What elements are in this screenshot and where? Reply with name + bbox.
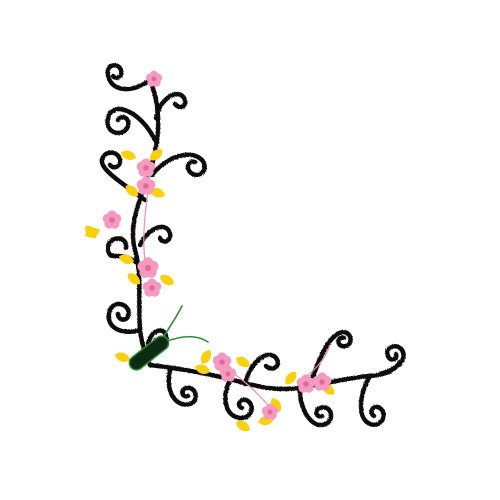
vine-curl-mid-left-1 xyxy=(99,150,148,203)
yellow-leaf xyxy=(118,254,134,264)
blossom-center xyxy=(267,409,273,415)
vine-curl-top-2 xyxy=(307,329,353,389)
yellow-leaf xyxy=(194,364,210,374)
yellow-leaf xyxy=(114,352,130,362)
pink-blossom xyxy=(136,158,156,177)
blossom-center xyxy=(143,183,149,189)
pink-blossom xyxy=(137,257,159,278)
pink-blossom xyxy=(219,365,237,382)
vine-curl-corner xyxy=(166,367,199,407)
vine-curl-mid-right-1 xyxy=(149,152,207,178)
blossom-center xyxy=(219,359,225,365)
yellow-leaf xyxy=(127,273,141,285)
yellow-leaf xyxy=(236,420,250,432)
vine-curl-bottom-2 xyxy=(297,387,334,428)
blossom-center xyxy=(303,381,309,387)
vine-group xyxy=(99,62,406,428)
pink-blossom xyxy=(145,70,163,87)
vine-curl-bottom-1 xyxy=(223,377,254,421)
thread-group xyxy=(143,169,331,411)
pink-blossom xyxy=(136,176,156,195)
vine-curl-right-down xyxy=(358,373,386,427)
yellow-leaf xyxy=(150,188,166,198)
yellow-leaf xyxy=(285,371,297,385)
yellow-leaf xyxy=(120,150,136,160)
pink-blossom xyxy=(102,210,122,229)
yellow-leaf xyxy=(149,149,163,161)
blossom-group xyxy=(102,70,332,420)
yellow-leaf xyxy=(125,185,139,197)
yellow-leaf xyxy=(84,228,100,238)
blossom-center xyxy=(109,217,115,223)
yellow-leaf xyxy=(236,356,250,368)
vine-curl-top xyxy=(105,62,153,92)
leaf-group xyxy=(84,149,335,432)
pink-blossom xyxy=(261,403,279,420)
vine-curl-right-end xyxy=(377,344,406,377)
blossom-center xyxy=(144,264,152,272)
vine-curl-upper-left xyxy=(105,106,158,143)
blossom-center xyxy=(143,165,149,171)
vine-curl-upper-right xyxy=(153,91,188,121)
vine-curl-top-1 xyxy=(242,352,281,387)
pink-blossom xyxy=(312,372,332,391)
yellow-leaf xyxy=(200,350,212,364)
blossom-center xyxy=(319,379,325,385)
bud-body xyxy=(128,335,170,371)
yellow-leaf xyxy=(160,274,174,286)
pink-blossom xyxy=(212,352,232,371)
vine-curl-lower-left xyxy=(106,301,143,334)
pink-blossom xyxy=(142,278,162,297)
blossom-center xyxy=(149,285,155,291)
vine-curl-mid-right-2 xyxy=(137,224,173,248)
blossom-center xyxy=(225,371,231,377)
blossom-center xyxy=(151,76,157,82)
bud-stem-2 xyxy=(164,335,209,343)
bud xyxy=(128,305,209,371)
